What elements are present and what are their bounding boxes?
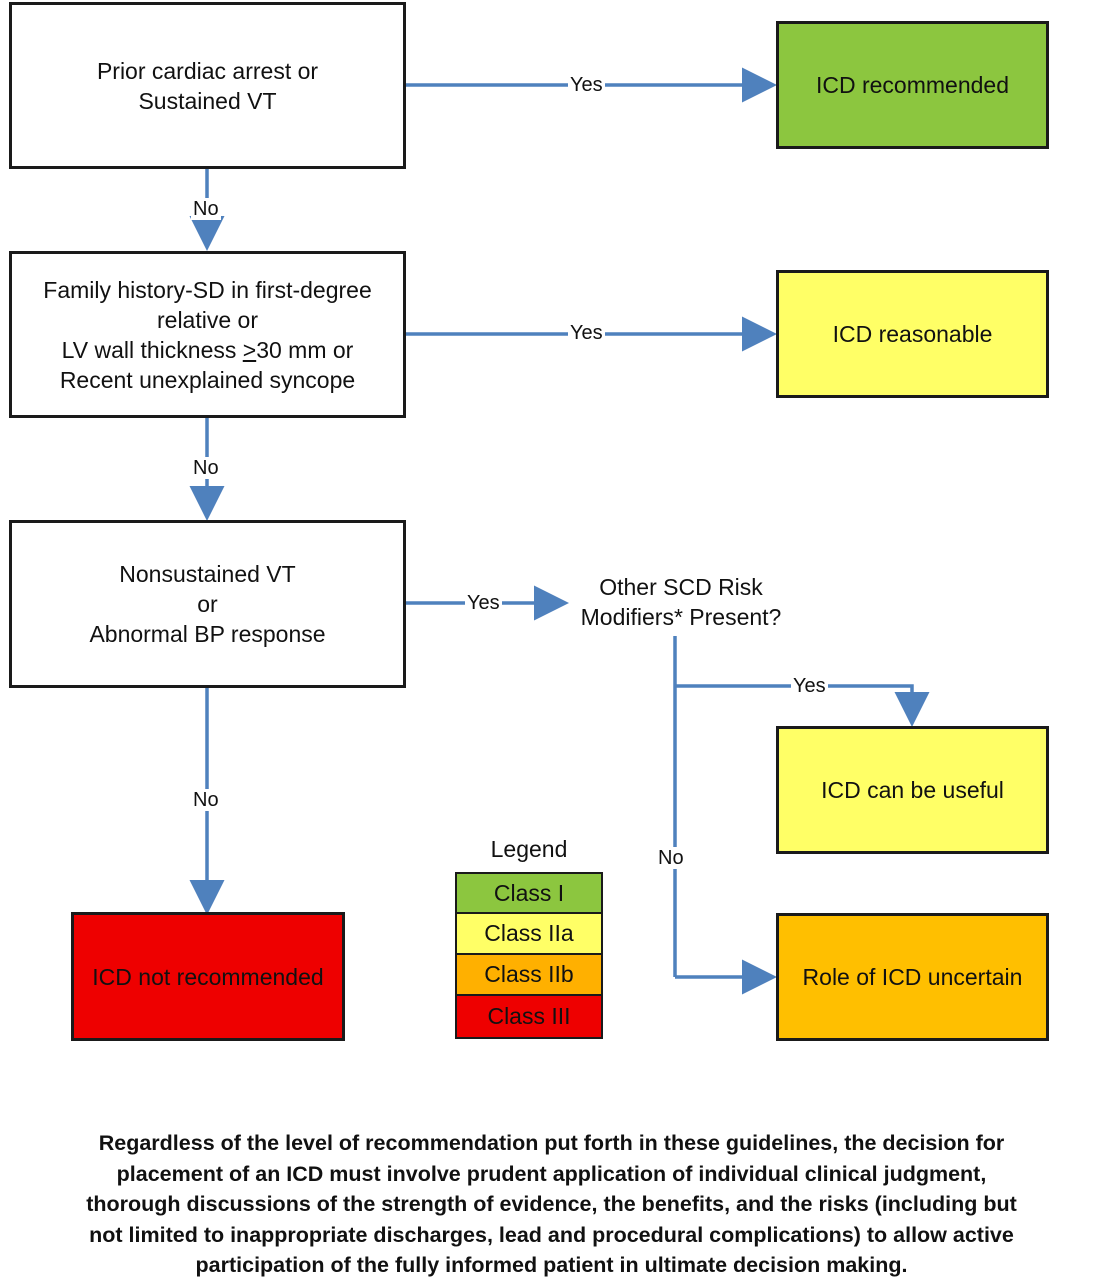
- outcome-icd-reasonable: ICD reasonable: [776, 270, 1049, 398]
- edge-label-no-2: No: [191, 457, 221, 479]
- node-nonsustained-vt: Nonsustained VT or Abnormal BP response: [9, 520, 406, 688]
- edge-label-yes-1: Yes: [568, 74, 605, 96]
- legend-class-iib: Class IIb: [455, 953, 603, 996]
- legend-class-iia: Class IIa: [455, 912, 603, 955]
- legend-title: Legend: [490, 836, 568, 862]
- footer-disclaimer: Regardless of the level of recommendatio…: [86, 1131, 1017, 1277]
- outcome-icd-recommended: ICD recommended: [776, 21, 1049, 149]
- edge-label-yes-3: Yes: [465, 592, 502, 614]
- node-prior-cardiac-arrest: Prior cardiac arrest or Sustained VT: [9, 2, 406, 169]
- outcome-role-uncertain: Role of ICD uncertain: [776, 913, 1049, 1041]
- edge-label-yes-2: Yes: [568, 322, 605, 344]
- node-family-history: Family history-SD in first-degree relati…: [9, 251, 406, 418]
- legend-class-i: Class I: [455, 872, 603, 914]
- outcome-icd-can-be-useful: ICD can be useful: [776, 726, 1049, 854]
- arrow-other-to-useful: [675, 684, 930, 727]
- edge-label-yes-4: Yes: [791, 675, 828, 697]
- legend-class-iii: Class III: [455, 994, 603, 1039]
- edge-label-no-3: No: [191, 789, 221, 811]
- node-other-scd-risk: Other SCD Risk Modifiers* Present?: [580, 574, 782, 630]
- edge-label-no-4: No: [656, 847, 686, 869]
- outcome-icd-not-recommended: ICD not recommended: [71, 912, 345, 1041]
- edge-label-no-1: No: [191, 198, 221, 220]
